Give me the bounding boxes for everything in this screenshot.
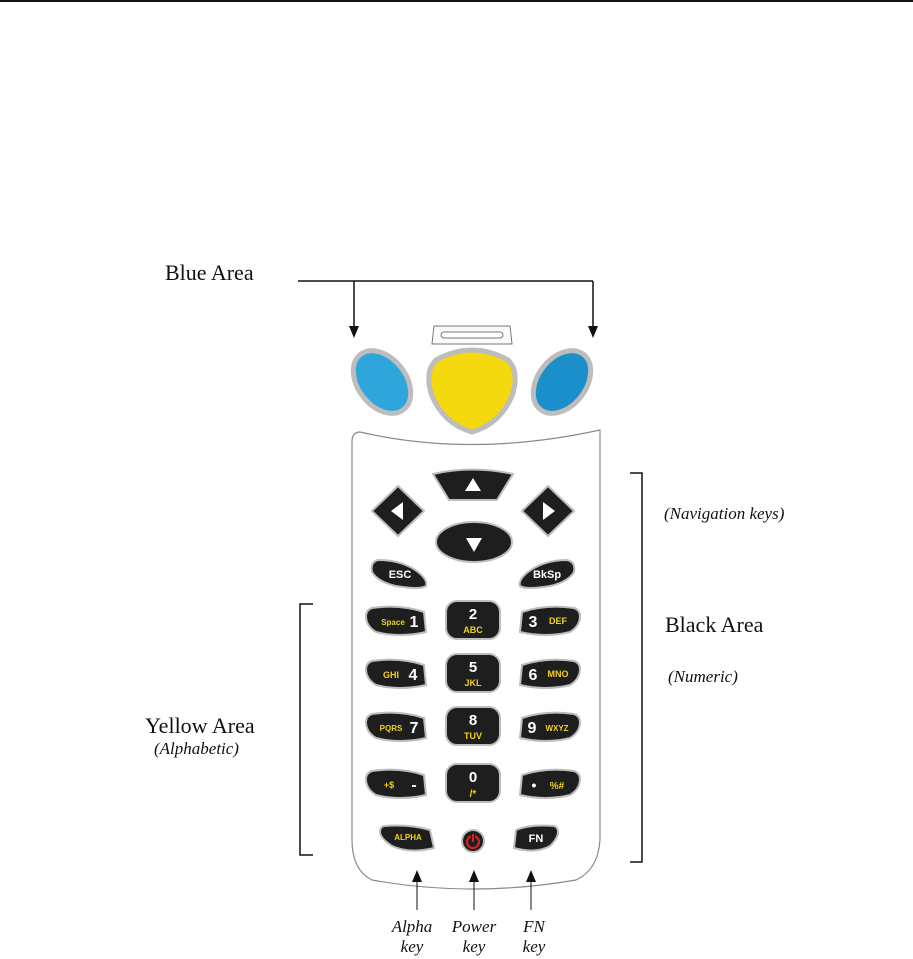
key-6-sub: MNO — [548, 669, 569, 679]
yellow-area-label: Yellow Area — [145, 713, 255, 739]
blue-left-arrowhead — [349, 326, 359, 338]
yellow-area-bracket — [300, 604, 313, 855]
key-7-main: 7 — [410, 720, 419, 737]
key-1-main: 1 — [410, 614, 419, 631]
key-9-sub: WXYZ — [545, 724, 568, 733]
fn-caption-line2: key — [514, 937, 554, 957]
blue-area-pointer — [298, 281, 593, 328]
key-5-sub: JKL — [464, 678, 482, 688]
left-scan-key[interactable] — [342, 340, 423, 425]
key-4-sub: GHI — [383, 670, 399, 680]
black-area-label: Black Area — [665, 612, 763, 638]
key-1-sub: Space — [381, 618, 405, 627]
key-2-main: 2 — [469, 606, 477, 623]
key-8-sub: TUV — [464, 731, 482, 741]
key-dot-sub: %# — [550, 781, 565, 792]
key-0-sub: /* — [470, 789, 477, 800]
esc-key-label: ESC — [389, 569, 412, 581]
black-area-bracket — [630, 473, 642, 862]
scanner-window — [432, 326, 512, 344]
alpha-key-label: ALPHA — [394, 833, 422, 842]
key-minus-sub: +$ — [384, 780, 394, 790]
alpha-key-caption: Alpha key — [381, 917, 443, 957]
key-minus-main: - — [411, 777, 416, 794]
power-key-caption: Power key — [441, 917, 507, 957]
fn-caption-line1: FN — [514, 917, 554, 937]
key-3-main: 3 — [529, 614, 538, 631]
center-trigger-key[interactable] — [429, 350, 515, 432]
key-4-main: 4 — [409, 667, 418, 684]
fn-key-caption: FN key — [514, 917, 554, 957]
blue-right-arrowhead — [588, 326, 598, 338]
alpha-caption-line1: Alpha — [381, 917, 443, 937]
key-dot-main: • — [532, 777, 537, 793]
navigation-keys-label: (Navigation keys) — [664, 504, 784, 524]
alphabetic-label: (Alphabetic) — [154, 739, 239, 759]
key-2-sub: ABC — [463, 625, 483, 635]
power-caption-line2: key — [441, 937, 507, 957]
blue-area-label: Blue Area — [165, 260, 254, 286]
numeric-label: (Numeric) — [668, 667, 738, 687]
key-5-main: 5 — [469, 659, 477, 676]
power-caption-line1: Power — [441, 917, 507, 937]
bksp-key-label: BkSp — [533, 569, 561, 581]
key-0-main: 0 — [469, 769, 477, 786]
key-minus[interactable] — [366, 770, 426, 798]
key-8-main: 8 — [469, 712, 477, 729]
key-3-sub: DEF — [549, 616, 568, 626]
key-9-main: 9 — [528, 720, 537, 737]
key-7-sub: PQRS — [380, 724, 403, 733]
alpha-caption-line2: key — [381, 937, 443, 957]
fn-key-label: FN — [529, 833, 544, 845]
key-6-main: 6 — [529, 667, 538, 684]
right-scan-key[interactable] — [522, 340, 603, 425]
